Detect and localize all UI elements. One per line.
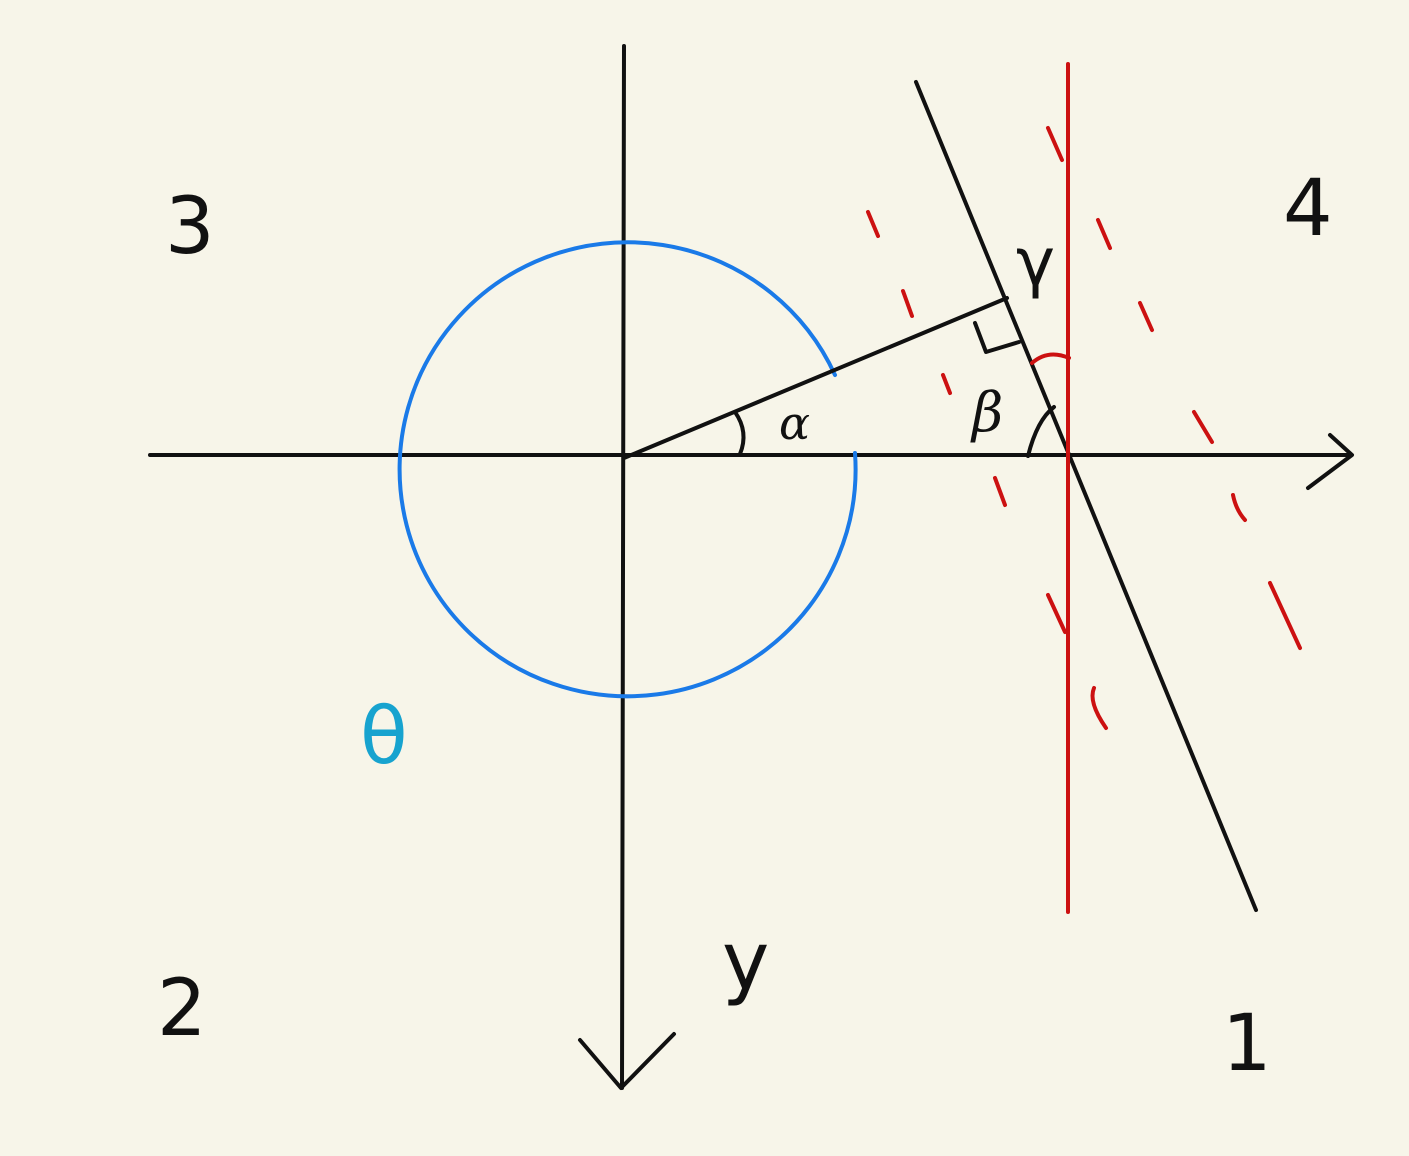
y-axis-label: y: [722, 915, 770, 1008]
alpha-angle-arc: [733, 410, 746, 456]
hatch-mark: [1138, 301, 1154, 332]
right-angle-marker: [973, 321, 1021, 354]
hatch-mark: [1192, 410, 1214, 444]
hatch-mark: [1231, 493, 1247, 522]
hatch-mark: [1090, 686, 1108, 730]
radius-ray: [622, 296, 1009, 460]
quadrant-2-label: 2: [157, 964, 207, 1054]
beta-angle-arc: [1026, 405, 1056, 458]
hatch-mark: [1046, 126, 1064, 162]
hatch-mark: [1268, 581, 1302, 650]
hatch-mark: [993, 476, 1007, 507]
horizontal-axis-arrowhead: [1306, 433, 1354, 490]
hatch-mark: [941, 373, 952, 395]
vertical-axis-arrowhead: [578, 1032, 676, 1090]
hatch-mark: [866, 210, 880, 238]
red-angle-arc: [1030, 352, 1071, 365]
gamma-label: γ: [1016, 224, 1056, 301]
beta-label: β: [972, 381, 1004, 444]
vertical-axis: [620, 44, 626, 1090]
red-hatching: [866, 126, 1302, 730]
hatch-mark: [1046, 593, 1067, 634]
hatch-mark: [901, 289, 914, 318]
circle-arc: [397, 240, 858, 699]
alpha-label: α: [779, 396, 811, 450]
theta-label: θ: [360, 692, 408, 782]
quadrant-3-label: 3: [165, 182, 215, 272]
quadrant-1-label: 1: [1222, 999, 1272, 1089]
hatch-mark: [1096, 218, 1112, 250]
quadrant-4-label: 4: [1283, 164, 1333, 254]
slanted-line: [914, 80, 1258, 912]
